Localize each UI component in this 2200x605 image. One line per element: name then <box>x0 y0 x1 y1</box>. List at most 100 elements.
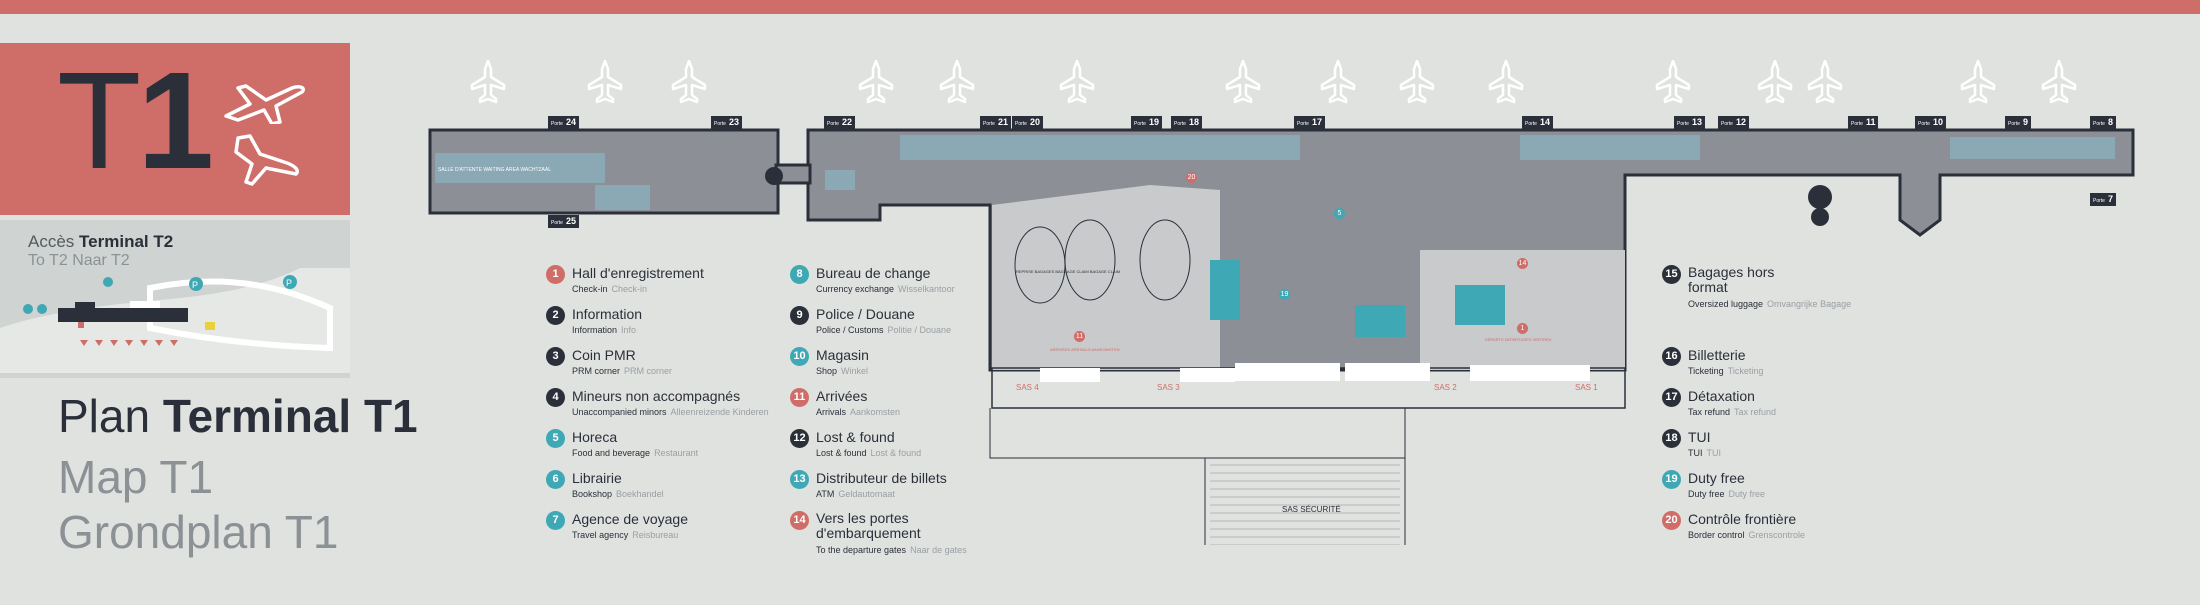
legend-number: 8 <box>790 265 809 284</box>
terminal-map: SAS SÉCURITÉ SALLE D'ATTENTE WAITING ARE… <box>428 59 2135 545</box>
gate-number: 10 <box>1932 117 1943 127</box>
plan-title-en: Map T1 <box>58 451 214 503</box>
legend-number: 19 <box>1662 470 1681 489</box>
access-t2-subtitle: To T2 Naar T2 <box>28 252 130 270</box>
legend-sub-nl: Aankomsten <box>850 407 901 417</box>
access-t2-title: Accès Terminal T2 <box>28 232 173 252</box>
gate-prefix: Porte <box>1851 121 1863 127</box>
legend-number: 6 <box>546 470 565 489</box>
legend-sub-en: Information <box>572 325 618 335</box>
access-t2-prefix: Accès <box>28 232 75 251</box>
gate-prefix: Porte <box>1297 121 1309 127</box>
svg-text:P: P <box>192 280 198 290</box>
gate-prefix: Porte <box>983 121 995 127</box>
gate-number: 9 <box>2022 117 2028 127</box>
sas-3: SAS 3 <box>1157 383 1180 392</box>
legend-label: Bureau de change <box>816 265 931 281</box>
gate-prefix: Porte <box>1918 121 1930 127</box>
gate-number: 17 <box>1311 117 1322 127</box>
map-marker-horeca: 5 <box>1334 208 1345 219</box>
legend-sub-en: Tax refund <box>1688 407 1731 417</box>
legend-sub-nl: Winkel <box>841 366 869 376</box>
gate-number: 12 <box>1735 117 1746 127</box>
legend-label: Agence de voyage <box>572 511 688 527</box>
plan-title-terminal: Terminal T1 <box>162 390 418 442</box>
legend-sub-en: To the departure gates <box>816 545 907 555</box>
map-marker-duty-free: 19 <box>1279 289 1290 300</box>
legend-label: TUI <box>1688 429 1711 445</box>
aircraft-icon <box>1399 59 1435 104</box>
legend-sub-nl: Boekhandel <box>616 489 664 499</box>
legend-item-14: 14 Vers les portes d'embarquement To the d… <box>790 510 1040 555</box>
plan-title-fr: Plan Terminal T1 <box>58 392 418 440</box>
legend-sub-en: Unaccompanied minors <box>572 407 667 417</box>
legend-number: 14 <box>790 511 809 530</box>
access-t2-terminal: Terminal T2 <box>79 232 174 251</box>
gate-number: 7 <box>2107 194 2113 204</box>
gate-prefix: Porte <box>551 121 563 127</box>
legend-sub-nl: Tax refund <box>1734 407 1777 417</box>
legend-label: Duty free <box>1688 470 1745 486</box>
legend-number: 3 <box>546 347 565 366</box>
legend-sub-nl: Restaurant <box>654 448 699 458</box>
legend-label: Détaxation <box>1688 388 1755 404</box>
legend-sub-en: Oversized luggage <box>1688 299 1764 309</box>
legend-number: 18 <box>1662 429 1681 448</box>
legend-label: Contrôle frontière <box>1688 511 1797 527</box>
security-label: SAS SÉCURITÉ <box>1282 505 1341 514</box>
legend-label: Mineurs non accompagnés <box>572 388 741 404</box>
legend-number: 20 <box>1662 511 1681 530</box>
aircraft-icon <box>587 59 623 104</box>
aircraft-icon <box>1225 59 1261 104</box>
gate-number: 14 <box>1539 117 1550 127</box>
aircraft-icon <box>858 59 894 104</box>
plan-title-prefix: Plan <box>58 390 151 442</box>
legend-number: 10 <box>790 347 809 366</box>
terminal-header <box>0 43 350 215</box>
legend-label: Arrivées <box>816 388 868 404</box>
legend-number: 15 <box>1662 265 1681 284</box>
gate-number: 25 <box>565 216 576 226</box>
legend-label: Bagages hors format <box>1688 264 1775 295</box>
legend-sub-nl: Ticketing <box>1727 366 1764 376</box>
legend-sub-nl: Geldautomaat <box>838 489 895 499</box>
legend-label: Vers les portes d'embarquement <box>816 510 921 541</box>
legend-label: Lost & found <box>816 429 895 445</box>
legend-sub-en: Food and beverage <box>572 448 651 458</box>
gate-prefix: Porte <box>1015 121 1027 127</box>
legend-sub-en: Travel agency <box>572 530 629 540</box>
legend-sub-en: Arrivals <box>816 407 847 417</box>
legend-sub-en: Duty free <box>1688 489 1725 499</box>
legend-label: Magasin <box>816 347 869 363</box>
legend-sub-nl: Lost & found <box>870 448 922 458</box>
aircraft-icon <box>1960 59 1996 104</box>
gate-prefix: Porte <box>714 121 726 127</box>
gate-prefix: Porte <box>1677 121 1689 127</box>
gate-prefix: Porte <box>1721 121 1733 127</box>
legend-number: 12 <box>790 429 809 448</box>
legend-sub-en: Lost & found <box>816 448 867 458</box>
legend-sub-nl: Naar de gates <box>910 545 967 555</box>
map-marker-gates: 14 <box>1517 258 1528 269</box>
legend-label: Hall d'enregistrement <box>572 265 704 281</box>
aircraft-icon <box>671 59 707 104</box>
legend-label: Information <box>572 306 643 322</box>
legend-number: 13 <box>790 470 809 489</box>
